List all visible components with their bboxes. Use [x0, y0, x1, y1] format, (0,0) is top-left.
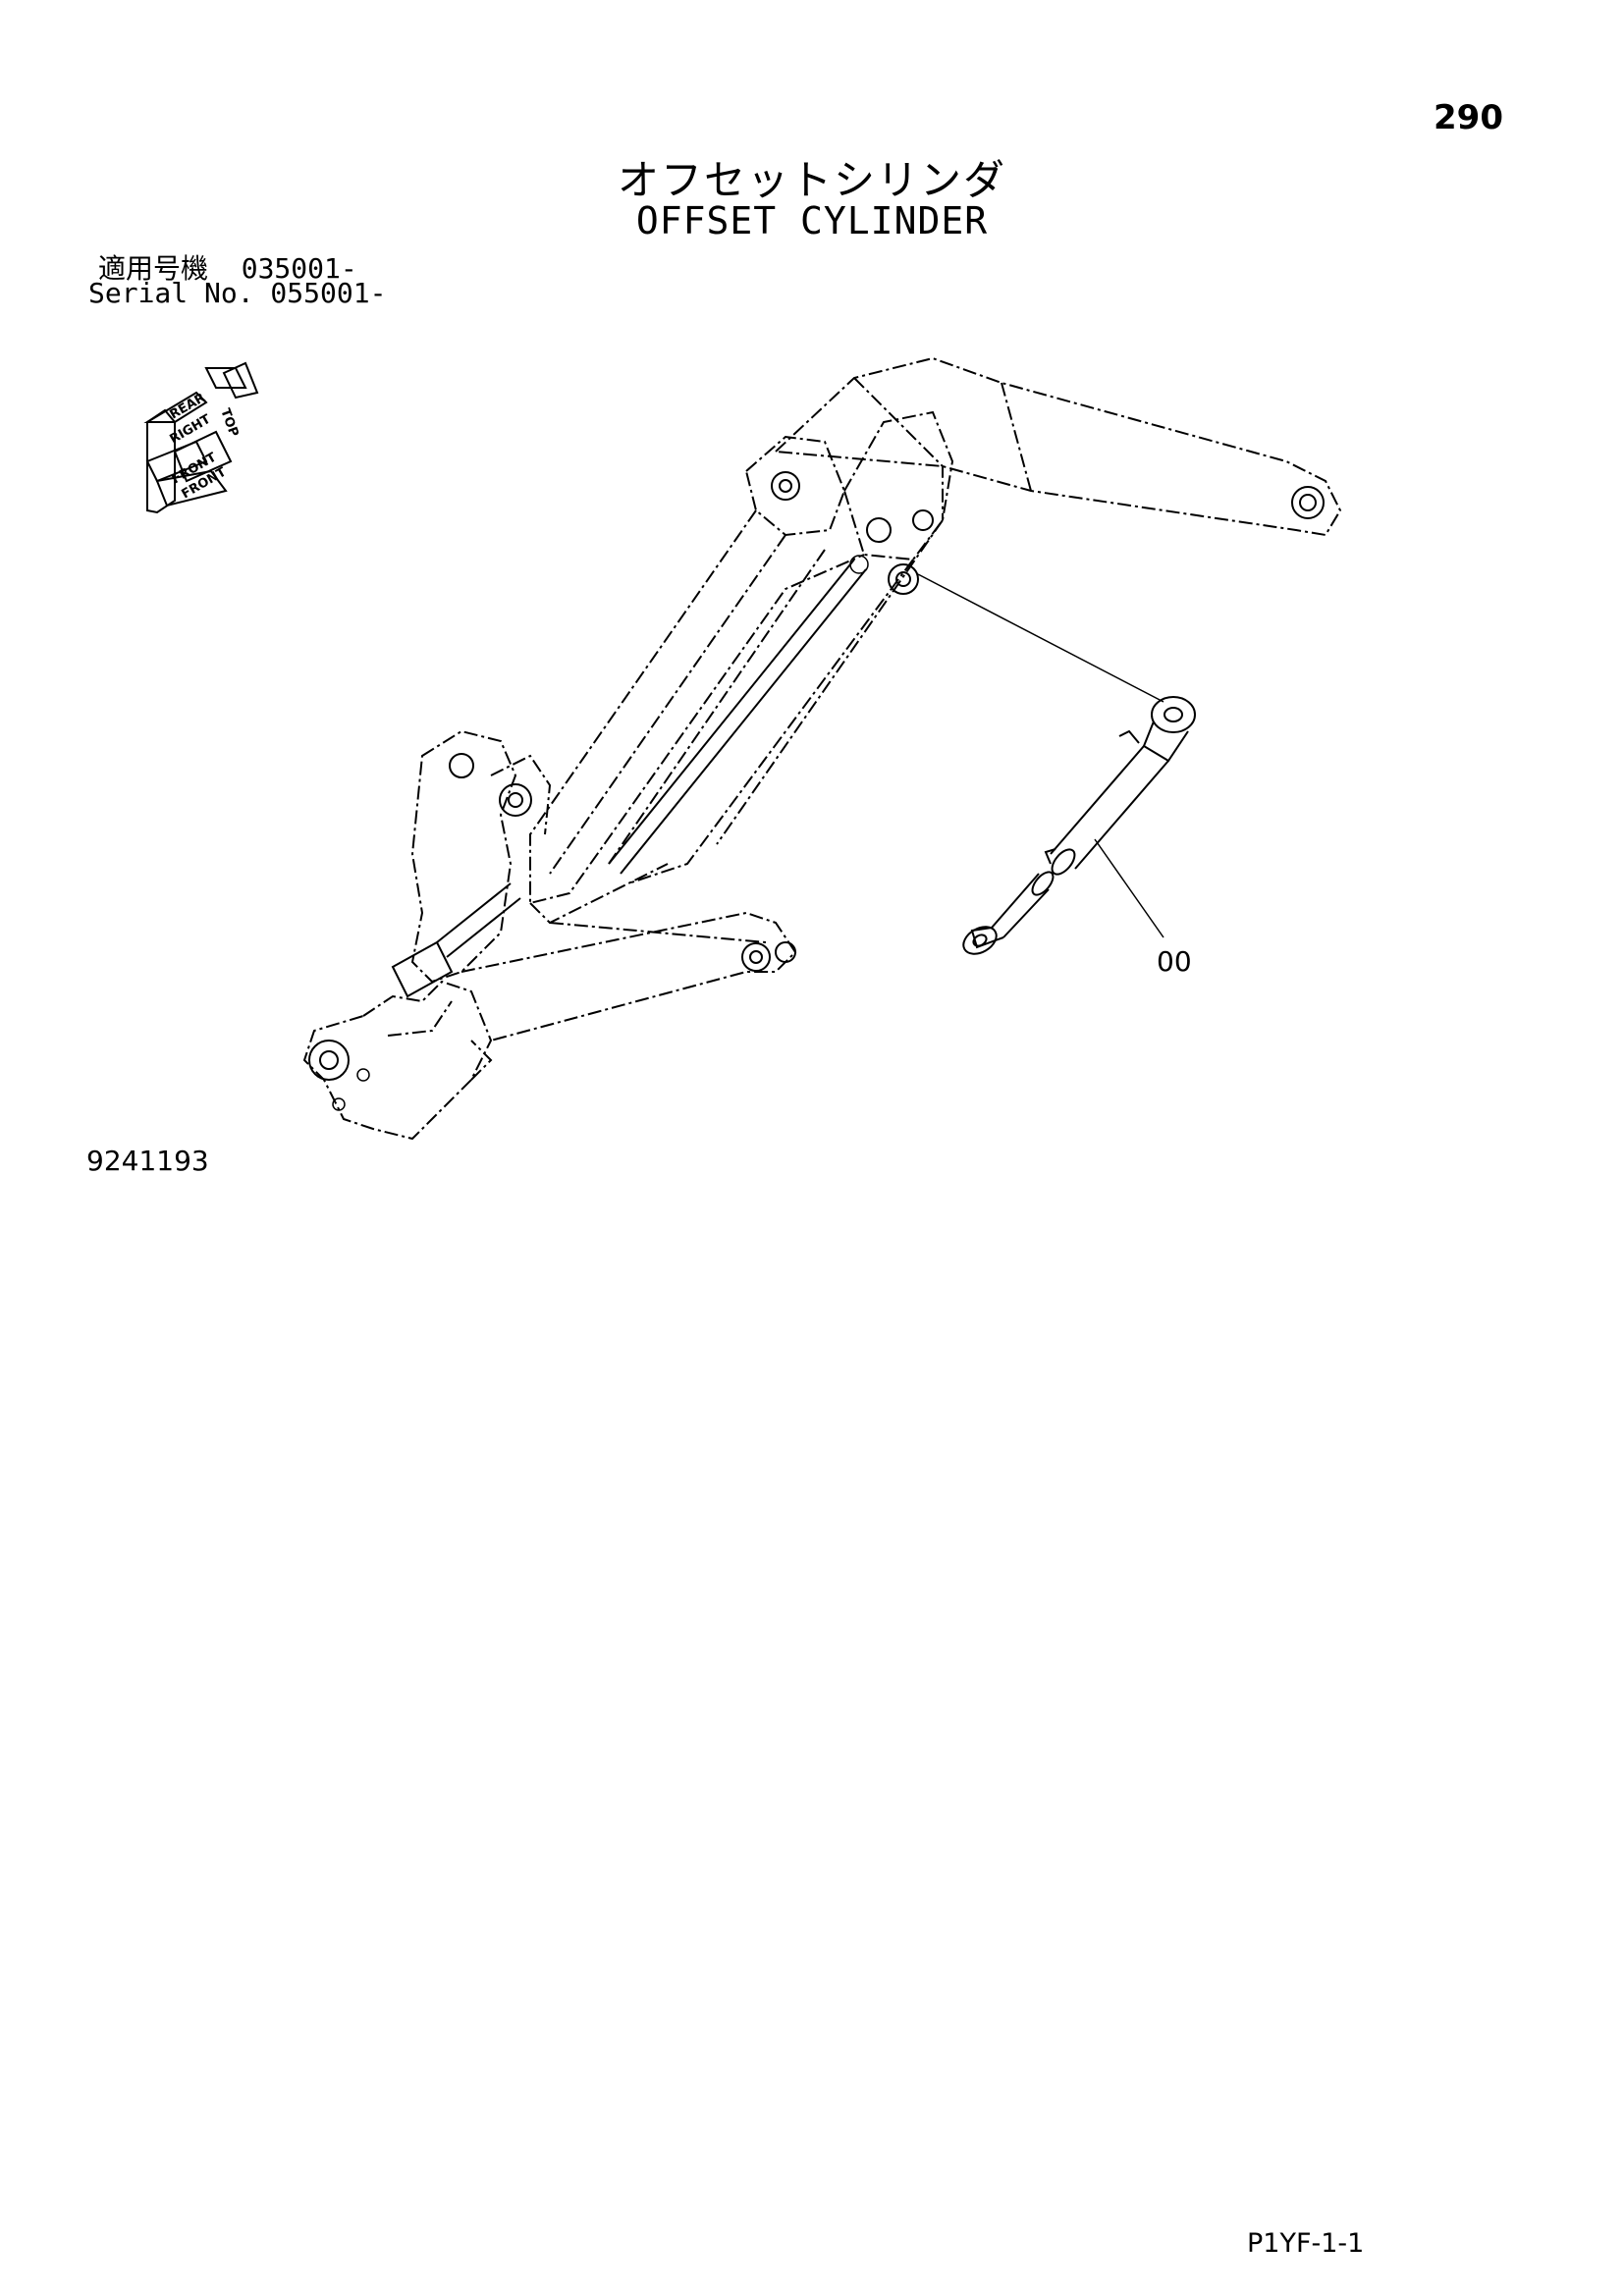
serial-applicable-models: 適用号機 035001- [98, 252, 357, 285]
part-number-label: 00 [1157, 945, 1192, 978]
orientation-icon: REAR TOP RIGHT FRONT FRONT [143, 361, 259, 514]
offset-cylinder [962, 696, 1196, 955]
page-number: 290 [1434, 98, 1503, 137]
drawing-number: 9241193 [86, 1145, 209, 1177]
page-title-japanese: オフセットシリンダ [617, 156, 1006, 204]
orientation-label: TOP [217, 406, 241, 439]
leader-line [917, 573, 1164, 703]
part-leader-line [1094, 838, 1164, 938]
page-title-english: OFFSET CYLINDER [635, 199, 989, 242]
boom-assembly-drawing [302, 356, 1342, 1141]
page-code: P1YF-1-1 [1247, 2228, 1365, 2259]
serial-number: Serial No. 055001- [88, 277, 387, 309]
